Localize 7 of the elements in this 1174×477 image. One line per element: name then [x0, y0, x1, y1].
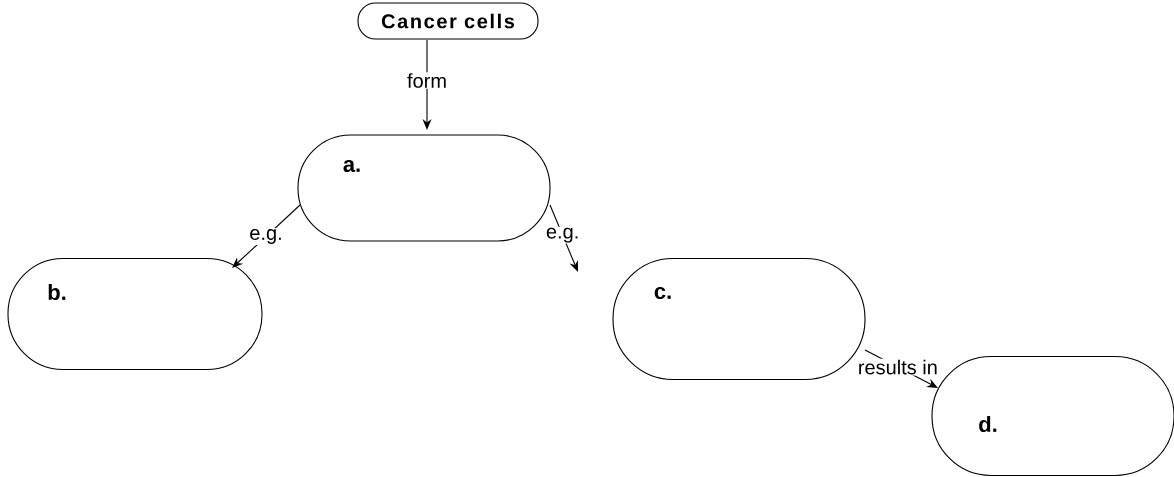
edge-label: e.g.	[544, 226, 581, 244]
edge-label: e.g.	[248, 228, 284, 245]
edge-label: results in	[856, 358, 939, 376]
rounded-box: b.	[7, 257, 263, 371]
edge-label: form	[406, 72, 448, 89]
rounded-box: Cancer cells	[357, 2, 539, 40]
arrow	[549, 204, 578, 272]
